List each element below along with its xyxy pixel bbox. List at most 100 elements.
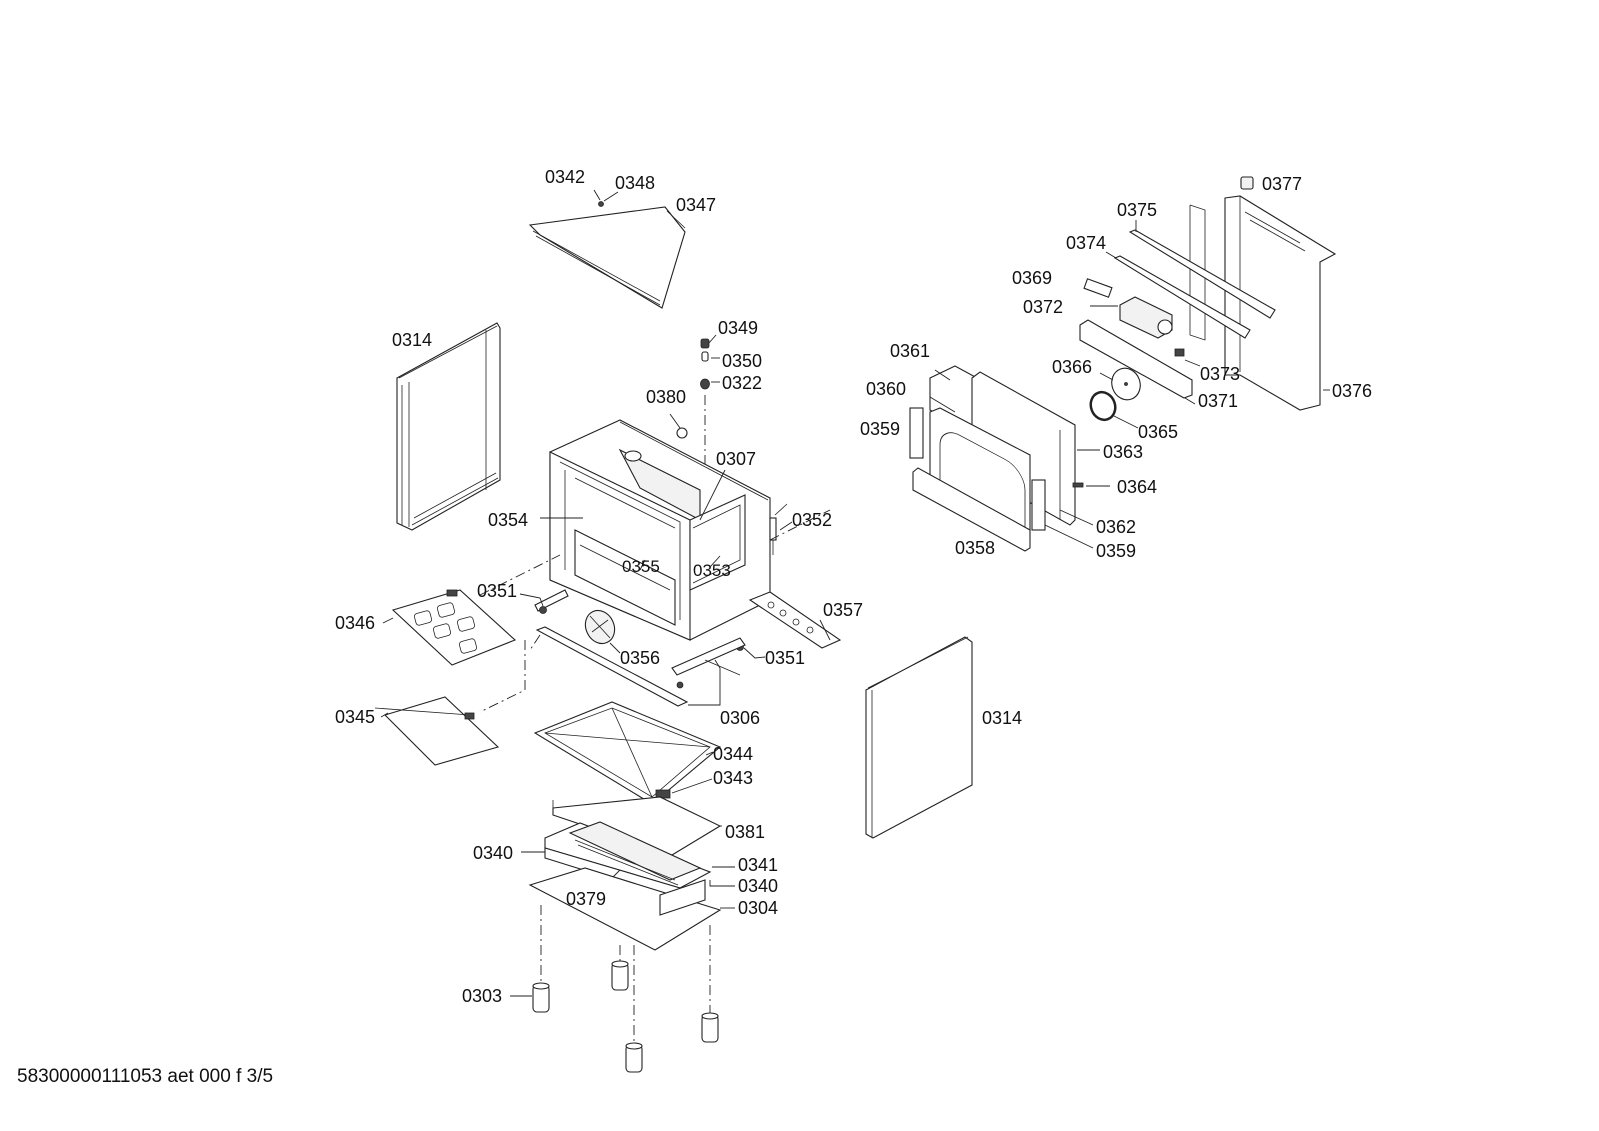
label-0322: 0322 xyxy=(722,373,762,393)
cover-plate-part xyxy=(552,796,722,856)
leader-0351-right xyxy=(743,647,766,659)
label-0348: 0348 xyxy=(615,173,655,193)
label-0371: 0371 xyxy=(1198,391,1238,411)
label-0358: 0358 xyxy=(955,538,995,558)
leader-0353 xyxy=(709,555,721,568)
label-0345: 0345 xyxy=(335,707,375,727)
leader-0366 xyxy=(1099,372,1114,381)
label-0351-right: 0351 xyxy=(765,648,805,668)
door-spacer-0359-left xyxy=(909,407,924,459)
leader-0361 xyxy=(934,369,951,381)
guide-line xyxy=(769,509,831,541)
label-0314-right: 0314 xyxy=(982,708,1022,728)
label-0372: 0372 xyxy=(1023,297,1063,317)
leader-0349 xyxy=(708,334,717,344)
leader-0355 xyxy=(639,559,646,571)
door-bottom-trim-0358 xyxy=(912,467,1031,552)
leader-0360 xyxy=(929,396,956,413)
back-panel-0376 xyxy=(1189,195,1337,411)
label-0362: 0362 xyxy=(1096,517,1136,537)
leader-0371 xyxy=(1184,397,1196,405)
bracket-0371 xyxy=(1079,319,1193,399)
leader-0346 xyxy=(382,617,394,624)
label-0359-left: 0359 xyxy=(860,419,900,439)
label-0375: 0375 xyxy=(1117,200,1157,220)
label-0304: 0304 xyxy=(738,898,778,918)
leader-0342 xyxy=(593,189,601,201)
foot-part xyxy=(532,905,550,1013)
fan-motor-0366 xyxy=(1111,367,1141,401)
label-0346: 0346 xyxy=(335,613,375,633)
foot-part xyxy=(701,925,719,1043)
label-0361: 0361 xyxy=(890,341,930,361)
label-0352: 0352 xyxy=(792,510,832,530)
leader-0380 xyxy=(669,413,681,429)
label-0376: 0376 xyxy=(1332,381,1372,401)
foot-part xyxy=(611,945,629,991)
knob-stack xyxy=(700,338,710,470)
label-0366: 0366 xyxy=(1052,357,1092,377)
cooling-fan-0372 xyxy=(1119,296,1173,339)
guide-line xyxy=(529,634,541,651)
control-module-0377 xyxy=(1240,176,1254,190)
right-side-panel xyxy=(865,636,973,839)
label-0353: 0353 xyxy=(693,561,731,580)
label-0377: 0377 xyxy=(1262,174,1302,194)
side-rail-part xyxy=(748,591,842,649)
leader-0373 xyxy=(1184,359,1201,367)
leader-0343 xyxy=(671,778,713,794)
label-0349: 0349 xyxy=(718,318,758,338)
label-0379: 0379 xyxy=(566,889,606,909)
top-cover-part xyxy=(528,201,686,309)
fan-guard-part xyxy=(584,609,616,645)
label-0357: 0357 xyxy=(823,600,863,620)
label-0354: 0354 xyxy=(488,510,528,530)
label-0347: 0347 xyxy=(676,195,716,215)
label-0350: 0350 xyxy=(722,351,762,371)
oven-cavity-body xyxy=(549,419,771,641)
label-0344: 0344 xyxy=(713,744,753,764)
mounting-screw-left xyxy=(534,589,569,614)
label-0356: 0356 xyxy=(620,648,660,668)
rail-0375 xyxy=(1128,229,1276,319)
thermostat-part xyxy=(769,503,788,555)
label-0374: 0374 xyxy=(1066,233,1106,253)
label-0303: 0303 xyxy=(462,986,502,1006)
leader-0362 xyxy=(1059,509,1094,526)
guide-line xyxy=(479,640,526,713)
leader-0307 xyxy=(699,469,726,521)
label-0340-right: 0340 xyxy=(738,876,778,896)
label-0306: 0306 xyxy=(720,708,760,728)
terminal-block-0369 xyxy=(1083,278,1113,298)
label-0340-left: 0340 xyxy=(473,843,513,863)
guide-line xyxy=(479,554,561,596)
label-0365: 0365 xyxy=(1138,422,1178,442)
door-hinge-0364 xyxy=(1072,482,1084,488)
grill-heater-element xyxy=(374,696,500,766)
foot-part xyxy=(625,945,643,1073)
label-0373: 0373 xyxy=(1200,364,1240,384)
label-0343: 0343 xyxy=(713,768,753,788)
ring-heater-0365 xyxy=(1089,390,1117,422)
label-0380: 0380 xyxy=(646,387,686,407)
label-0314-left: 0314 xyxy=(392,330,432,350)
leader-0340-right xyxy=(709,880,735,887)
leader-0345 xyxy=(380,712,389,718)
bottom-heater-element xyxy=(391,589,517,666)
document-id-footer: 58300000111053 aet 000 f 3/5 xyxy=(17,1066,274,1087)
leader-0352 xyxy=(779,521,793,531)
base-frame-part xyxy=(535,626,746,707)
base-plate-part xyxy=(528,867,722,951)
label-0381: 0381 xyxy=(725,822,765,842)
label-0342: 0342 xyxy=(545,167,585,187)
leader-0374 xyxy=(1105,251,1117,259)
label-0351-left: 0351 xyxy=(477,581,517,601)
leader-0351-left xyxy=(519,593,544,607)
rail-0374 xyxy=(1113,255,1251,339)
leader-0348 xyxy=(603,191,619,202)
label-0364: 0364 xyxy=(1117,477,1157,497)
door-spacer-0359-right xyxy=(1031,479,1046,531)
leader-0356 xyxy=(609,642,621,654)
leader-0306 xyxy=(688,659,721,706)
